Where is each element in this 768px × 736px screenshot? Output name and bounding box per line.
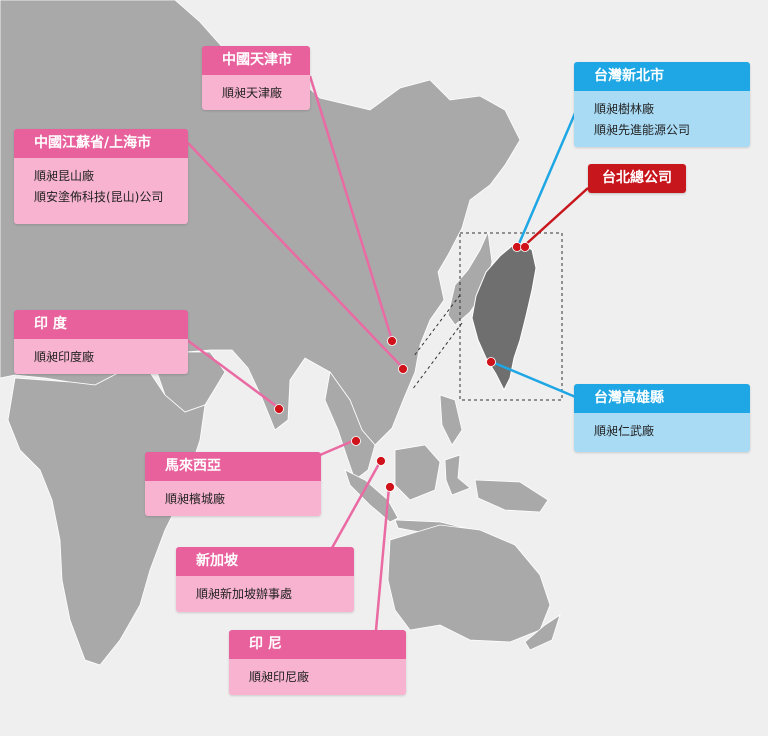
location-marker-icon [520, 242, 530, 252]
card-title: 印 尼 [229, 630, 406, 659]
card-item: 順昶先進能源公司 [594, 123, 691, 137]
card-title: 台灣高雄縣 [574, 384, 750, 413]
card-new-taipei: 台灣新北市 順昶樹林廠 順昶先進能源公司 [574, 62, 750, 147]
indochina-landmass [324, 370, 376, 481]
card-india: 印 度 順昶印度廠 [14, 310, 188, 374]
card-title: 中國江蘇省/上海市 [14, 129, 188, 158]
zoom-connector-top [413, 294, 461, 357]
connector-malaysia [319, 438, 356, 457]
connector-singapore [330, 461, 382, 549]
borneo-landmass [394, 444, 441, 501]
location-marker-icon [351, 436, 361, 446]
card-item: 順昶昆山廠 [34, 169, 95, 183]
taiwan-zoom-frame [459, 232, 563, 401]
connector-kaohsiung [491, 360, 579, 400]
connector-new-taipei [516, 89, 587, 247]
card-item: 順安塗佈科技(昆山)公司 [34, 190, 164, 204]
card-item: 順昶新加坡辦事處 [196, 587, 293, 601]
location-marker-icon [387, 336, 397, 346]
card-item: 順昶樹林廠 [594, 102, 655, 116]
card-jiangsu: 中國江蘇省/上海市 順昶昆山廠 順安塗佈科技(昆山)公司 [14, 129, 188, 224]
location-marker-icon [486, 357, 496, 367]
location-marker-icon [376, 456, 386, 466]
connector-jiangsu [187, 142, 404, 369]
new-guinea-landmass [474, 479, 549, 513]
card-title: 馬來西亞 [145, 452, 321, 481]
card-item: 順昶天津廠 [222, 86, 283, 100]
location-marker-icon [274, 404, 284, 414]
connector-india [186, 338, 280, 410]
card-title: 印 度 [14, 310, 188, 339]
card-indonesia: 印 尼 順昶印尼廠 [229, 630, 406, 695]
headquarters-label: 台北總公司 [588, 164, 686, 193]
card-title: 台灣新北市 [574, 62, 750, 91]
connector-indonesia [374, 486, 391, 631]
connector-lines [186, 75, 589, 631]
philippines-landmass [439, 394, 463, 446]
location-marker-icon [398, 364, 408, 374]
card-item: 順昶印尼廠 [249, 670, 310, 684]
card-malaysia: 馬來西亞 順昶檳城廠 [145, 452, 321, 516]
new-zealand-landmass [524, 614, 561, 651]
card-tianjin: 中國天津市 順昶天津廠 [202, 46, 310, 110]
connector-tianjin [308, 75, 394, 341]
card-title: 中國天津市 [202, 46, 310, 75]
markers [274, 242, 530, 492]
card-item: 順昶檳城廠 [165, 492, 226, 506]
card-item: 順昶印度廠 [34, 350, 95, 364]
card-singapore: 新加坡 順昶新加坡辦事處 [176, 547, 354, 612]
australia-landmass [387, 524, 551, 643]
card-kaohsiung: 台灣高雄縣 順昶仁武廠 [574, 384, 750, 452]
zoom-connector-bottom [411, 322, 463, 391]
card-title: 新加坡 [176, 547, 354, 576]
card-item: 順昶仁武廠 [594, 424, 655, 438]
sulawesi-landmass [444, 454, 471, 496]
connector-hq [523, 187, 589, 247]
location-marker-icon [385, 482, 395, 492]
taiwan-island [471, 242, 537, 392]
